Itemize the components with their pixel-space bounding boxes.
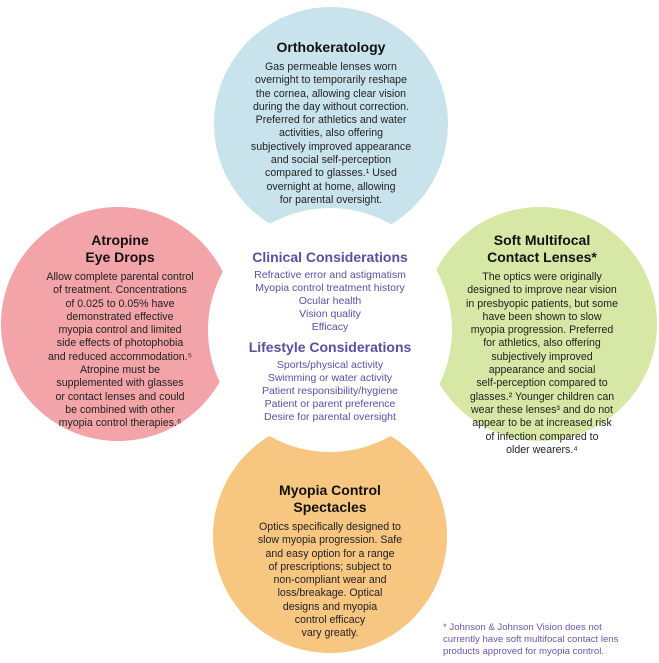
body-line: appear to be at increased risk [472, 417, 612, 430]
clinical-title: Clinical Considerations [252, 249, 408, 265]
lifestyle-item: Desire for parental oversight [264, 411, 396, 423]
orthokeratology-title: Orthokeratology [276, 39, 386, 55]
clinical-item: Vision quality [299, 308, 361, 320]
lifestyle-item: Swimming or water activity [267, 372, 393, 384]
clinical-item: Ocular health [298, 295, 362, 307]
body-line: subjectively improved [491, 350, 593, 363]
body-line: appearance and social [488, 364, 596, 377]
body-line: overnight at home, allowing [266, 180, 396, 193]
body-line: of prescriptions; subject to [268, 560, 392, 573]
body-line: the cornea, allowing clear vision [255, 87, 407, 100]
clinical-considerations: Clinical Considerations Refractive error… [230, 249, 430, 334]
clinical-item: Efficacy [311, 321, 349, 333]
body-line: for parental oversight. [279, 193, 383, 206]
body-line: designs and myopia [282, 600, 378, 613]
body-line: demonstrated effective [66, 310, 174, 323]
body-line: subjectively improved appearance [250, 140, 412, 153]
body-line: vary greatly. [301, 627, 359, 640]
body-line: myopia control therapies.⁶ [58, 417, 182, 430]
body-line: and easy option for a range [265, 547, 395, 560]
title-line: Spectacles [293, 499, 367, 515]
lifestyle-item: Patient responsibility/hygiene [262, 385, 398, 397]
soft-multifocal-petal [423, 207, 657, 441]
body-line: for athletics, also offering [483, 337, 601, 350]
body-line: of 0.025 to 0.05% have [65, 297, 175, 310]
body-line: side effects of photophobia [56, 337, 184, 350]
body-line: supplemented with glasses [56, 377, 184, 390]
body-line: myopia progression. Preferred [470, 324, 614, 337]
clinical-item: Refractive error and astigmatism [254, 269, 406, 281]
title-line: Eye Drops [85, 249, 155, 265]
body-line: wear these lenses³ and do not [471, 403, 613, 416]
clinical-item: Myopia control treatment history [255, 282, 405, 294]
body-line: and reduced accommodation.⁵ [48, 350, 192, 363]
body-line: Preferred for athletics and water [255, 114, 407, 127]
lifestyle-considerations: Lifestyle Considerations Sports/physical… [230, 339, 430, 424]
body-line: have been shown to slow [482, 310, 602, 323]
body-line: non-compliant wear and [273, 574, 387, 587]
lifestyle-item: Sports/physical activity [276, 359, 384, 371]
body-line: control efficacy [294, 614, 366, 627]
body-line: myopia control and limited [58, 324, 182, 337]
body-line: activities, also offering [278, 127, 384, 140]
body-line: older wearers.⁴ [506, 443, 578, 456]
lifestyle-title: Lifestyle Considerations [248, 339, 412, 355]
body-line: of treatment. Concentrations [53, 284, 187, 297]
body-line: in presbyopic patients, but some [466, 297, 618, 310]
body-line: self-perception compared to [476, 377, 608, 390]
footnote-line: currently have soft multifocal contact l… [443, 634, 619, 645]
atropine-petal [1, 207, 235, 441]
body-line: and social self-perception [270, 154, 392, 167]
body-line: or contact lenses and could [55, 390, 185, 403]
orthokeratology-petal [214, 7, 448, 241]
spectacles-petal [213, 419, 447, 653]
footnote-line: * Johnson & Johnson Vision does not [443, 622, 602, 633]
body-line: Optics specifically designed to [259, 521, 401, 533]
body-line: during the day without correction. [252, 100, 410, 113]
title-line: Myopia Control [279, 482, 381, 498]
body-line: compared to glasses.¹ Used [265, 167, 397, 180]
body-line: Atropine must be [79, 364, 161, 377]
title-line: Atropine [91, 232, 149, 248]
footnote-line: products approved for myopia control. [443, 646, 605, 657]
body-line: be combined with other [65, 403, 175, 416]
body-line: loss/breakage. Optical [277, 587, 383, 600]
title-line: Contact Lenses* [487, 249, 597, 265]
body-line: slow myopia progression. Safe [257, 534, 403, 547]
orthokeratology-block: Orthokeratology Gas permeable lenses wor… [223, 39, 439, 207]
body-line: Allow complete parental control [46, 271, 194, 283]
body-line: glasses.² Younger children can [469, 390, 615, 403]
title-line: Soft Multifocal [493, 232, 591, 248]
lifestyle-item: Patient or parent preference [264, 398, 396, 410]
body-line: Gas permeable lenses worn [265, 61, 397, 73]
body-line: designed to improve near vision [467, 284, 617, 297]
body-line: The optics were originally [482, 271, 602, 283]
body-line: overnight to temporarily reshape [255, 74, 407, 87]
body-line: of infection compared to [485, 430, 599, 443]
